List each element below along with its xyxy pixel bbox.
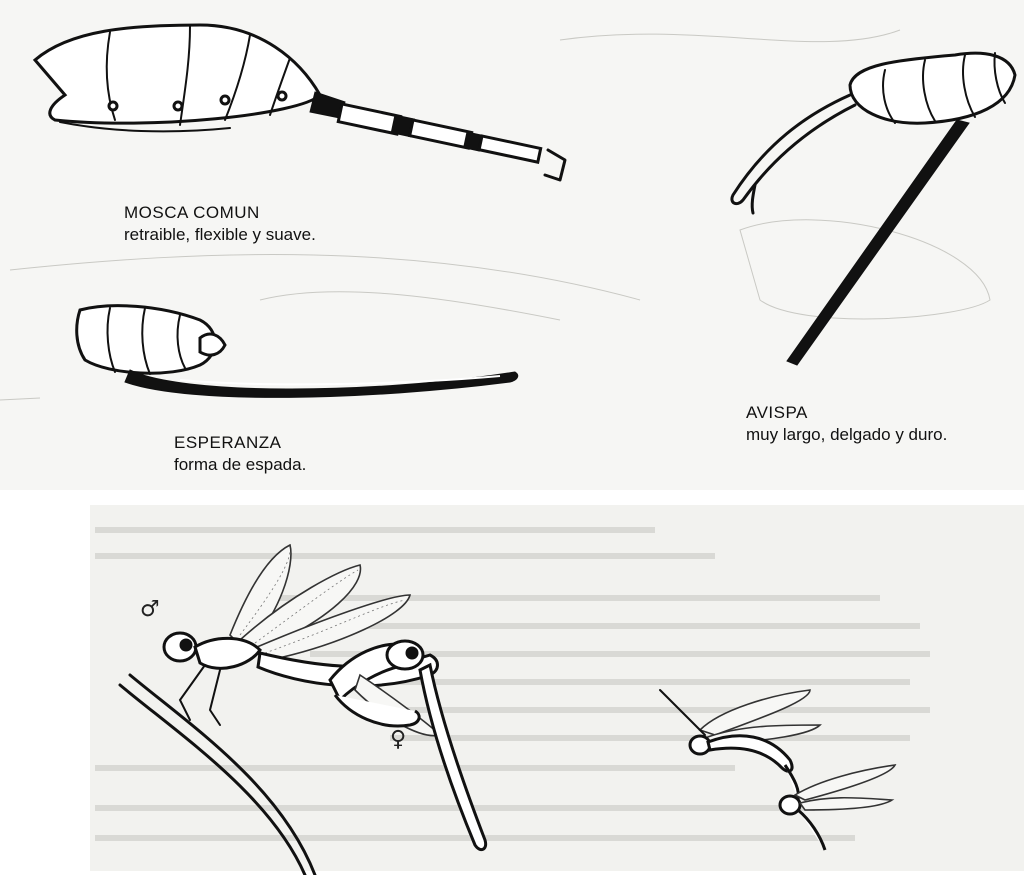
ovipositor-comparison-panel: MOSCA COMUN retraible, flexible y suave.… [0,0,1024,490]
esperanza-ovipositor-drawing [70,300,530,410]
mosca-name: MOSCA COMUN [124,202,316,224]
esperanza-description: forma de espada. [174,454,306,476]
male-symbol: ♂ [140,597,160,622]
mosca-description: retraible, flexible y suave. [124,224,316,246]
esperanza-label: ESPERANZA forma de espada. [174,432,306,476]
mosca-label: MOSCA COMUN retraible, flexible y suave. [124,202,316,246]
large-dragonfly-pair-drawing [120,535,580,875]
dragonfly-illustration-panel: ♂ ♀ [90,505,1024,871]
female-symbol: ♀ [390,727,406,752]
avispa-description: muy largo, delgado y duro. [746,424,947,446]
small-dragonfly-pair-drawing [660,670,900,850]
mosca-ovipositor-drawing [30,20,590,190]
avispa-ovipositor-drawing [725,35,1015,375]
esperanza-name: ESPERANZA [174,432,306,454]
avispa-name: AVISPA [746,402,947,424]
avispa-label: AVISPA muy largo, delgado y duro. [746,402,947,446]
